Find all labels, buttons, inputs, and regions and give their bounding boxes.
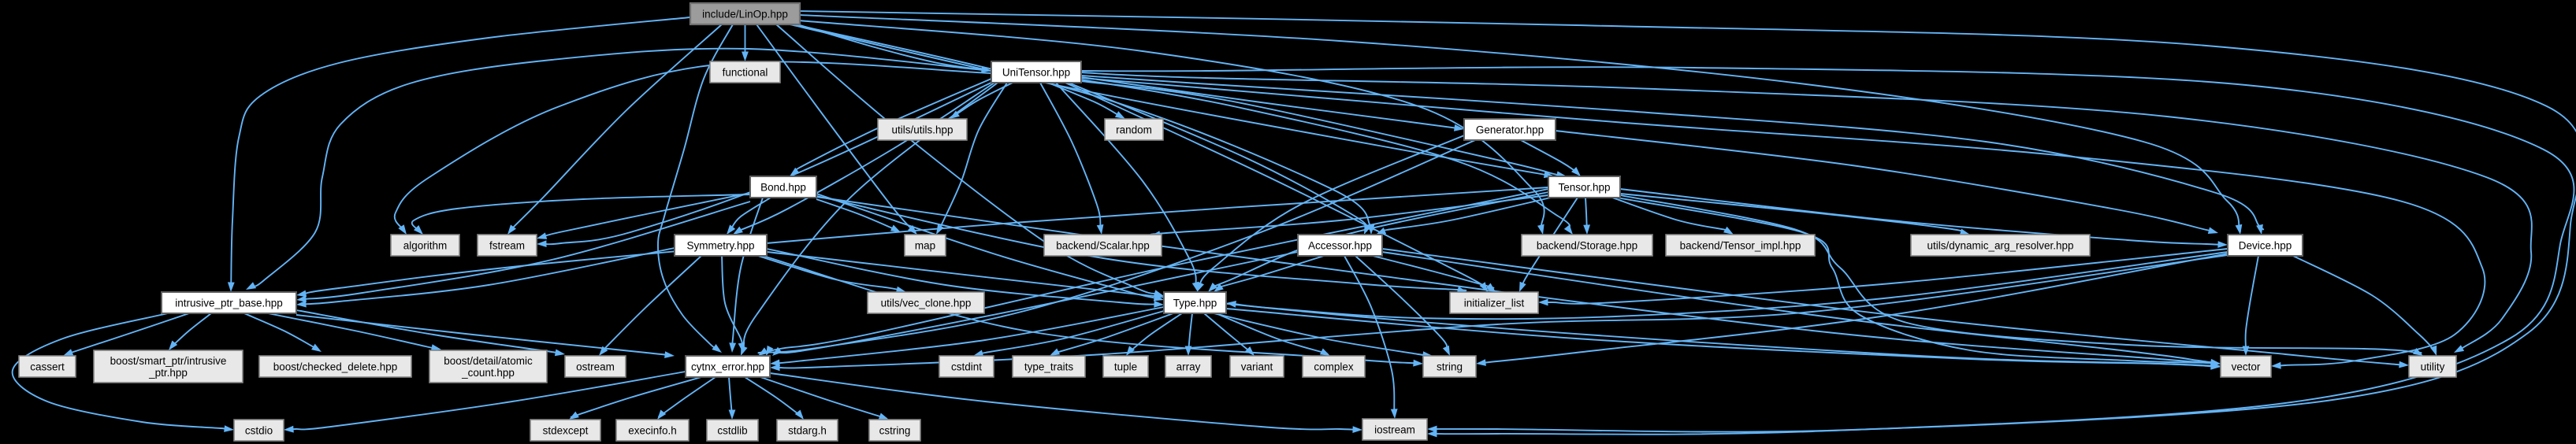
svg-text:variant: variant (1241, 361, 1273, 372)
svg-text:intrusive_ptr_base.hpp: intrusive_ptr_base.hpp (175, 297, 283, 309)
svg-text:Symmetry.hpp: Symmetry.hpp (686, 239, 754, 251)
svg-text:cytnx_error.hpp: cytnx_error.hpp (691, 361, 764, 372)
svg-text:utils/utils.hpp: utils/utils.hpp (891, 124, 953, 135)
svg-text:stdarg.h: stdarg.h (788, 424, 827, 436)
svg-text:_count.hpp: _count.hpp (461, 367, 515, 379)
svg-text:array: array (1176, 361, 1201, 372)
svg-text:type_traits: type_traits (1024, 361, 1074, 372)
svg-text:cstring: cstring (879, 424, 911, 436)
svg-text:iostream: iostream (1374, 424, 1415, 435)
svg-text:cstdint: cstdint (951, 361, 982, 372)
svg-text:backend/Scalar.hpp: backend/Scalar.hpp (1056, 239, 1150, 251)
svg-text:cstdio: cstdio (245, 424, 273, 436)
svg-text:fstream: fstream (489, 239, 525, 251)
svg-text:Accessor.hpp: Accessor.hpp (1308, 239, 1372, 251)
svg-text:string: string (1437, 361, 1463, 372)
svg-text:backend/Storage.hpp: backend/Storage.hpp (1537, 239, 1637, 251)
svg-text:map: map (915, 239, 935, 251)
svg-text:random: random (1116, 124, 1152, 135)
svg-text:Tensor.hpp: Tensor.hpp (1558, 181, 1610, 193)
svg-text:utils/dynamic_arg_resolver.hpp: utils/dynamic_arg_resolver.hpp (1927, 239, 2073, 251)
svg-text:functional: functional (723, 66, 768, 78)
svg-text:Generator.hpp: Generator.hpp (1476, 124, 1544, 135)
svg-text:initializer_list: initializer_list (1464, 297, 1525, 309)
svg-text:vector: vector (2232, 361, 2261, 372)
svg-text:execinfo.h: execinfo.h (628, 424, 677, 436)
svg-text:boost/smart_ptr/intrusive: boost/smart_ptr/intrusive (110, 355, 227, 367)
svg-text:cassert: cassert (30, 361, 65, 372)
svg-text:_ptr.hpp: _ptr.hpp (148, 367, 188, 379)
svg-text:Device.hpp: Device.hpp (2239, 239, 2292, 251)
svg-text:boost/detail/atomic: boost/detail/atomic (444, 355, 533, 367)
svg-text:boost/checked_delete.hpp: boost/checked_delete.hpp (273, 361, 398, 372)
svg-text:algorithm: algorithm (403, 239, 448, 251)
svg-text:cstdlib: cstdlib (717, 424, 747, 436)
svg-text:include/LinOp.hpp: include/LinOp.hpp (702, 8, 788, 20)
svg-text:backend/Tensor_impl.hpp: backend/Tensor_impl.hpp (1680, 239, 1801, 251)
svg-text:Bond.hpp: Bond.hpp (760, 181, 806, 193)
svg-text:utils/vec_clone.hpp: utils/vec_clone.hpp (881, 297, 972, 309)
svg-text:stdexcept: stdexcept (543, 424, 589, 436)
svg-text:complex: complex (1314, 361, 1354, 372)
svg-text:UniTensor.hpp: UniTensor.hpp (1002, 66, 1070, 78)
svg-text:ostream: ostream (576, 361, 615, 372)
svg-text:Type.hpp: Type.hpp (1173, 297, 1217, 309)
svg-text:tuple: tuple (1114, 361, 1137, 372)
svg-text:utility: utility (2421, 361, 2445, 372)
